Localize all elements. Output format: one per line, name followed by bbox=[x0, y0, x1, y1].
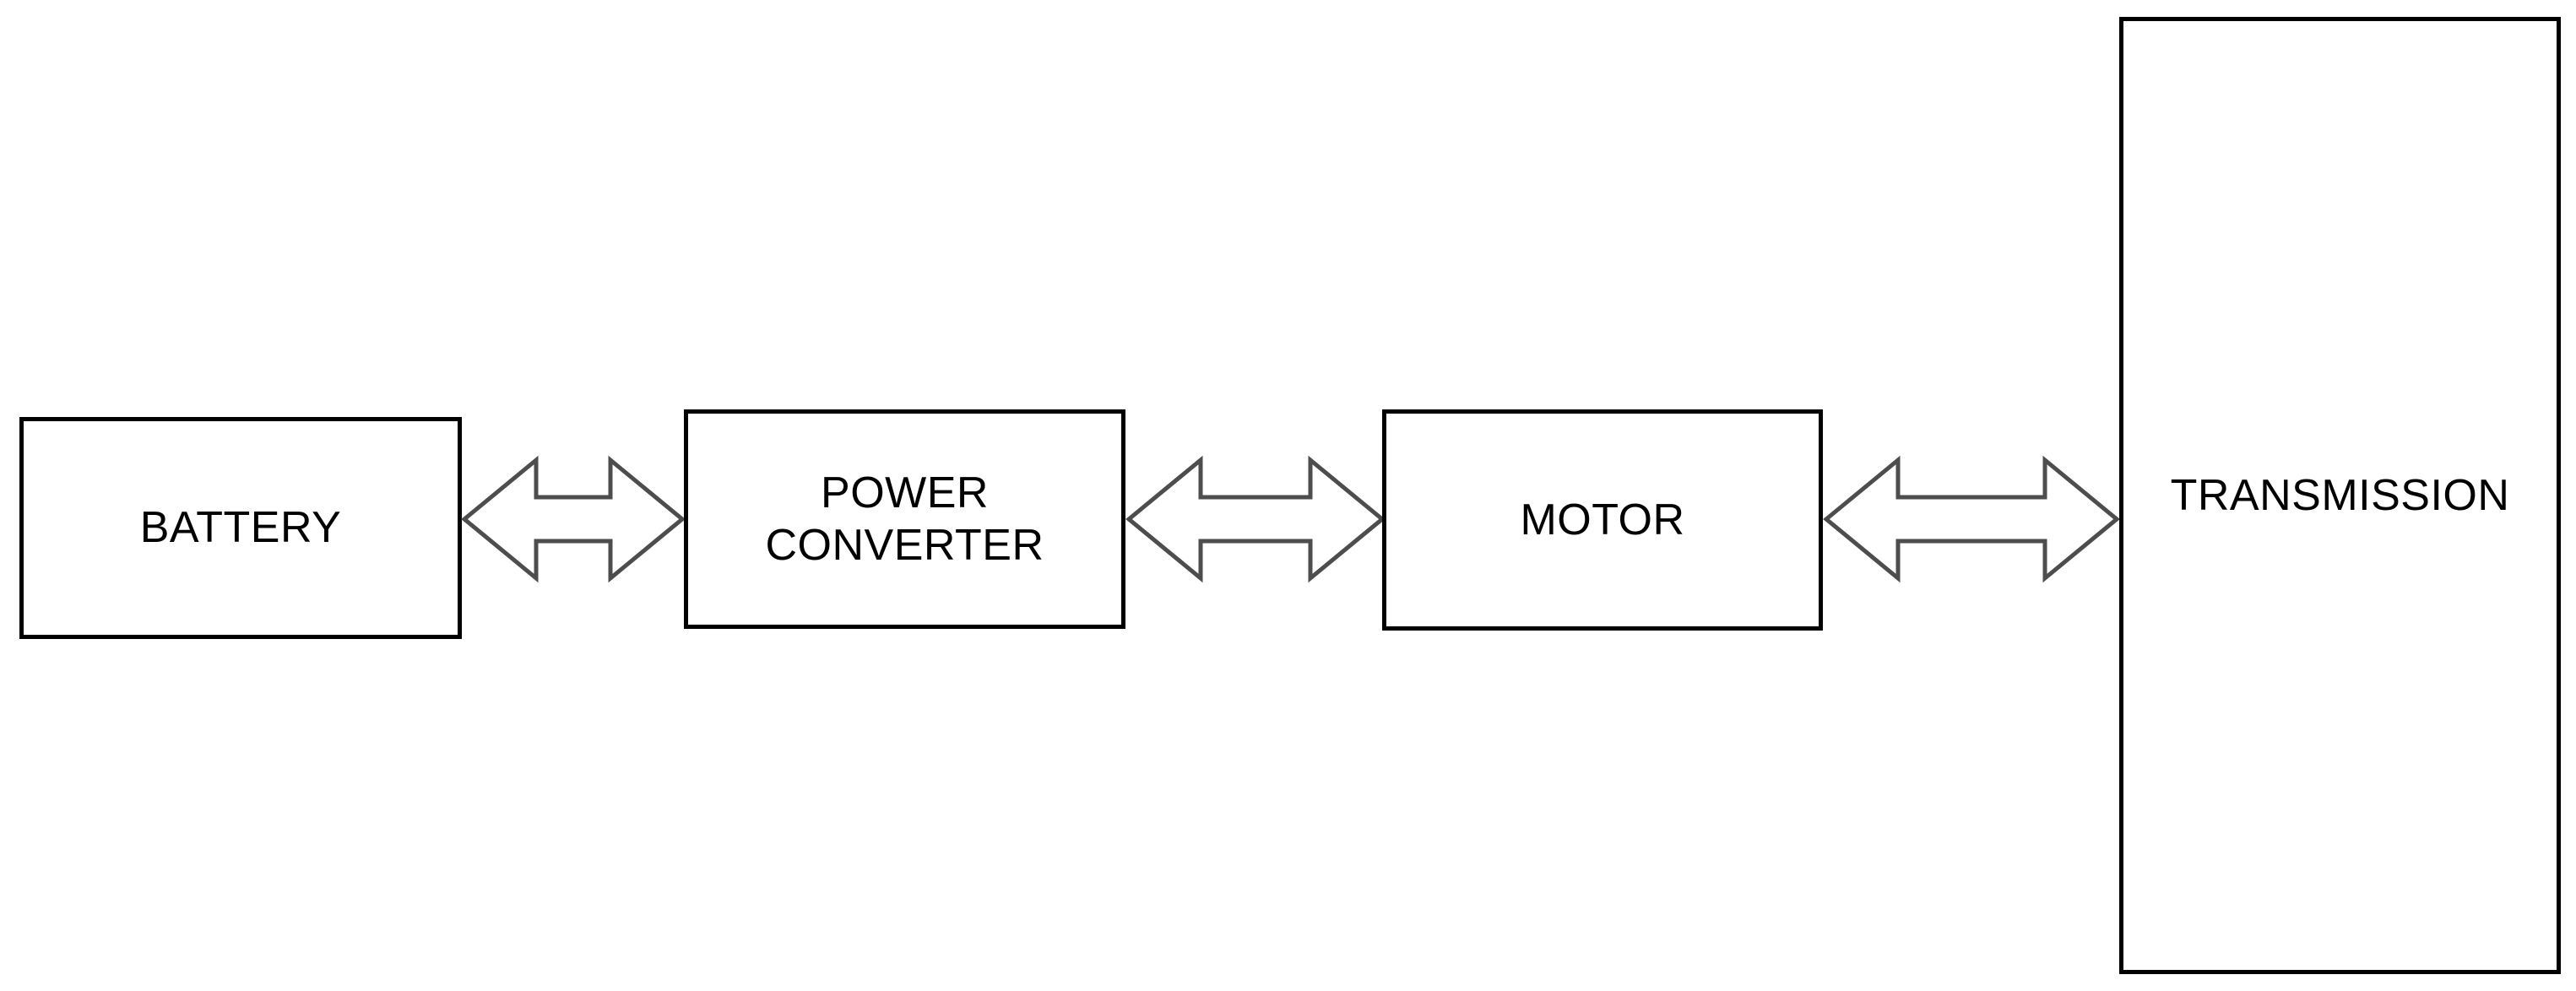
node-battery: BATTERY bbox=[19, 417, 462, 639]
bidirectional-arrow-power-converter-motor bbox=[1125, 455, 1386, 583]
node-power-converter: POWER CONVERTER bbox=[684, 409, 1125, 629]
node-power-converter-label: POWER CONVERTER bbox=[765, 468, 1044, 570]
node-motor: MOTOR bbox=[1382, 409, 1823, 631]
bidirectional-arrow-motor-transmission bbox=[1823, 455, 2120, 583]
bidirectional-arrow-battery-power-converter bbox=[461, 455, 686, 583]
node-battery-label: BATTERY bbox=[139, 503, 342, 553]
node-motor-label: MOTOR bbox=[1520, 495, 1685, 544]
node-transmission: TRANSMISSION bbox=[2119, 17, 2561, 974]
node-transmission-label: TRANSMISSION bbox=[2170, 470, 2510, 520]
double-arrow-icon bbox=[461, 455, 686, 583]
double-arrow-icon bbox=[1823, 455, 2120, 583]
double-arrow-icon bbox=[1125, 455, 1386, 583]
